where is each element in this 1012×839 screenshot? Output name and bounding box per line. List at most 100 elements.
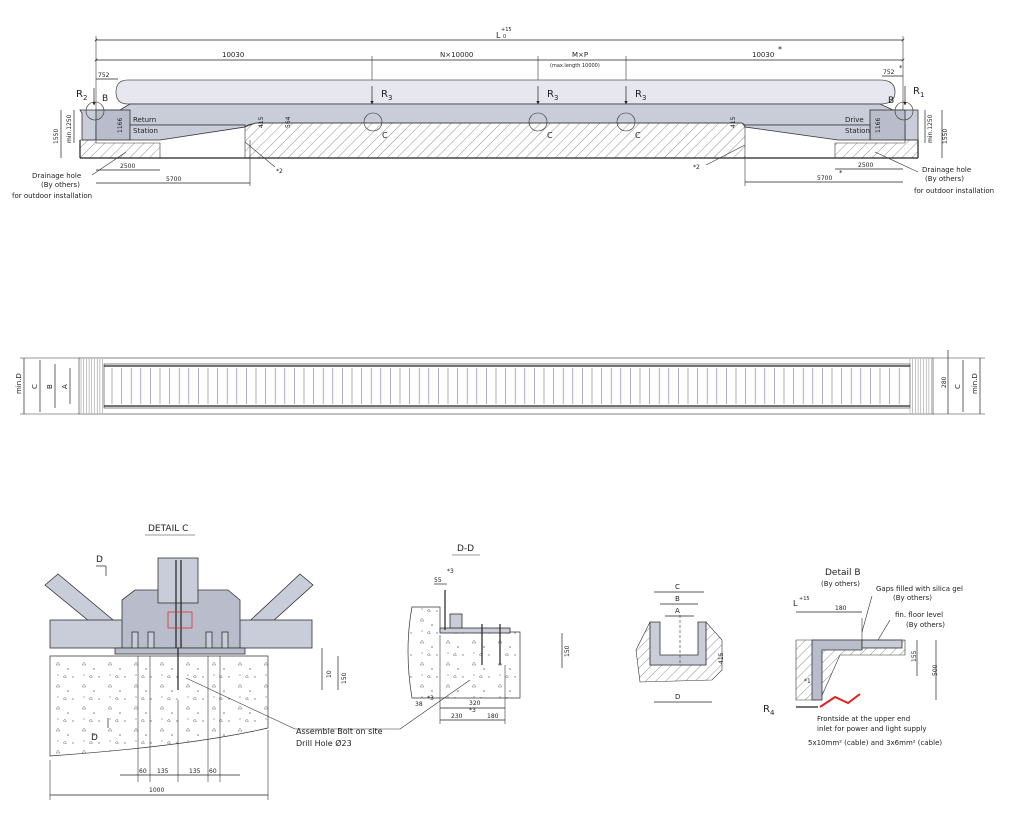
dim-5700-right: 5700: [817, 175, 832, 182]
section-dd-dim-150: 150: [564, 645, 571, 657]
detail-b-title: Detail B: [825, 568, 861, 578]
dim-564: 564: [285, 116, 292, 128]
detail-b-circle-left: [85, 101, 105, 121]
pit-a: A: [675, 607, 680, 615]
return-station-line2: Station: [133, 127, 158, 135]
section-dd-title: D-D: [457, 544, 474, 554]
detail-b-gaps-1: Gaps filled with silica gel: [876, 585, 963, 593]
detail-b-dim-500: 500: [932, 664, 939, 676]
dim-2500-right: 2500: [858, 162, 873, 169]
detail-b-subtitle: (By others): [821, 580, 860, 588]
detail-c-dim-60a: 60: [139, 768, 147, 775]
detail-c-circle-1: [363, 112, 383, 132]
drainage-left-1: Drainage hole: [32, 172, 81, 180]
pit-section-hatch: [635, 621, 723, 683]
return-station-line1: Return: [133, 116, 156, 124]
pit-d: D: [675, 693, 680, 701]
dim-415-right: 415: [730, 116, 737, 128]
overall-tolerance-label: +15: [501, 27, 512, 33]
detail-c-dim-10: 10: [326, 670, 333, 678]
bolt-callout-2: Drill Hole Ø23: [296, 738, 352, 748]
reaction-r2: R2: [76, 89, 87, 102]
detail-c-circle-3: [616, 112, 636, 132]
detail-c-post: [157, 557, 199, 604]
detail-b-dim-180: 180: [835, 605, 847, 612]
reaction-r3-a: R3: [381, 89, 392, 102]
dim-5700-right-star: *: [839, 169, 843, 177]
elevation-view: L +15 0 10030 N×10000 M×P (max.length 10…: [12, 27, 994, 200]
left-ramp: [129, 124, 246, 141]
detail-c: DETAIL C D D 10 150: [44, 524, 348, 800]
reaction-r1: R1: [913, 86, 924, 99]
plan-min-d-right: min.D: [971, 373, 979, 394]
drive-station-line1: Drive: [845, 116, 864, 124]
note-2-right: *2: [693, 164, 700, 171]
pit-dim-415: 415: [718, 652, 725, 664]
drive-station-line2: Station: [845, 127, 870, 135]
return-station-block: [95, 109, 131, 141]
detail-c-dim-150: 150: [341, 672, 348, 684]
detail-c-title: DETAIL C: [148, 524, 188, 534]
plan-inner: [103, 363, 911, 409]
plan-min-d-left: min.D: [15, 373, 23, 394]
detail-c-concrete: [49, 655, 269, 757]
detail-b-label-right: B: [888, 96, 894, 106]
pit-section-trough: [649, 621, 707, 666]
detail-b-dim-l: L: [793, 599, 798, 608]
plan-a-left: A: [61, 384, 69, 389]
plan-c-right: C: [954, 384, 962, 389]
overall-tolerance-minus-label: 0: [503, 34, 506, 40]
drainage-right-3: for outdoor installation: [914, 187, 994, 195]
section-dd-note-3-left: *3: [427, 695, 434, 702]
plan-slats: [111, 368, 900, 404]
reaction-r3-b: R3: [547, 89, 558, 102]
pit-b: B: [675, 595, 680, 603]
plan-view: min.D C B A 280 C min.D: [15, 350, 985, 415]
detail-c-circle-2: [528, 112, 548, 132]
section-dd-plate: [439, 627, 511, 634]
drainage-left-2: (By others): [41, 181, 80, 189]
detail-b-note-1: *1: [804, 678, 811, 685]
dim-1550-left: 1550: [53, 129, 60, 144]
drive-station-block: [869, 109, 906, 141]
dim-min1250-left: min.1250: [66, 114, 73, 143]
segment-right-label: 10030: [752, 51, 774, 59]
section-dd-dim-180: 180: [487, 713, 499, 720]
plan-end-left: [80, 359, 103, 413]
detail-b-r4: R4: [763, 704, 775, 717]
detail-c-d-bottom: D: [91, 733, 98, 743]
detail-b-comb: [861, 639, 903, 649]
dim-2500-left: 2500: [120, 163, 135, 170]
dim-1166-right: 1166: [875, 118, 882, 133]
detail-b-floor-1: fin. floor level: [895, 611, 943, 619]
dim-752-right-star: *: [899, 64, 903, 72]
overall-length-label: L: [496, 31, 501, 40]
detail-c-label-1: C: [382, 131, 388, 140]
detail-b-floor-2: (By others): [906, 621, 945, 629]
pit-c: C: [675, 583, 680, 591]
section-dd-dim-230: 230: [451, 713, 463, 720]
detail-c-dim-135a: 135: [157, 768, 169, 775]
dim-1166-left: 1166: [117, 118, 124, 133]
drainage-left-3: for outdoor installation: [12, 192, 92, 200]
section-dd-dim-38: 38: [415, 701, 423, 708]
section-dd-note-3-top: *3: [447, 568, 454, 575]
detail-b-hatch: [795, 639, 906, 701]
detail-c-dim-135b: 135: [189, 768, 201, 775]
dim-1550-right: 1550: [942, 129, 949, 144]
detail-c-dim-1000: 1000: [149, 787, 164, 794]
plan-b-left: B: [46, 384, 54, 389]
plan-280: 280: [941, 376, 948, 388]
detail-b-power-line: [819, 693, 861, 708]
detail-b-gaps-2: (By others): [893, 594, 932, 602]
dim-752-left: 752: [98, 72, 110, 79]
plan-end-right: [909, 359, 932, 413]
segment-left-label: 10030: [222, 51, 244, 59]
bolt-callout-1: Assemble Bolt on site: [296, 727, 383, 736]
drainage-right-2: (By others): [925, 175, 964, 183]
section-dd-dim-55: 55: [434, 577, 442, 584]
detail-b-cable: 5x10mm² (cable) and 3x6mm² (cable): [808, 739, 942, 747]
pit-section: C B A D 415: [635, 583, 725, 703]
detail-c-label-3: C: [635, 131, 641, 140]
detail-b-frame: [811, 639, 863, 701]
